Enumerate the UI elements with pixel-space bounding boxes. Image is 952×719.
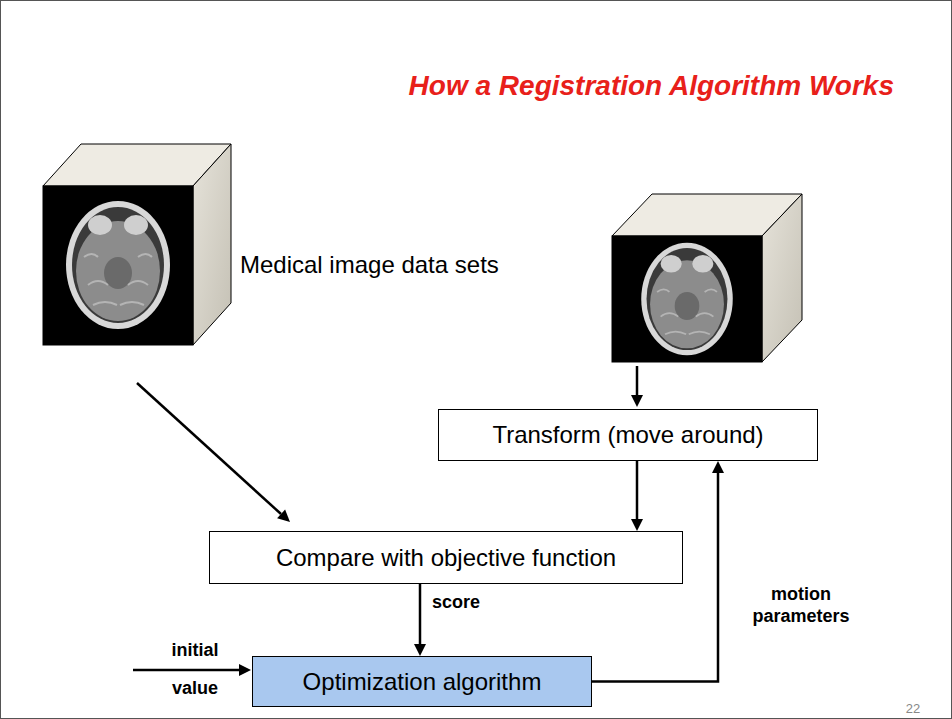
optimizer-box: Optimization algorithm [252, 656, 592, 707]
arrow-head [631, 395, 643, 407]
input-arrow [133, 669, 240, 672]
connector [631, 461, 643, 531]
arrow-head [239, 664, 251, 676]
edge-label: score [432, 591, 512, 613]
connector-line [636, 461, 639, 520]
arrow-head [712, 461, 724, 473]
connector [414, 584, 426, 656]
brain-slice [641, 243, 733, 356]
image-volume [612, 194, 802, 362]
arrow-head [414, 644, 426, 656]
cube-front [43, 186, 193, 345]
caption-text: Medical image data sets [240, 251, 600, 279]
edge-label: motion parameters [742, 583, 860, 627]
slide-title: How a Registration Algorithm Works [409, 70, 894, 102]
process-box: Compare with objective function [209, 531, 683, 584]
flow-arrow [636, 366, 639, 396]
box-text: Transform (move around) [492, 421, 763, 449]
cube-side [193, 144, 231, 345]
cube-front [612, 236, 762, 362]
box-text: Compare with objective function [276, 544, 616, 572]
arrow-head [277, 510, 290, 523]
process-box: Transform (move around) [438, 409, 818, 461]
box-text: Optimization algorithm [303, 668, 542, 696]
image-volume [43, 144, 231, 345]
flow-arrow [137, 383, 281, 514]
connector-line [419, 584, 422, 645]
brain-slice [66, 201, 170, 329]
cube-side [762, 194, 802, 362]
page-number: 22 [898, 701, 928, 716]
arrow-head [631, 519, 643, 531]
input-label: initial value [150, 631, 240, 707]
